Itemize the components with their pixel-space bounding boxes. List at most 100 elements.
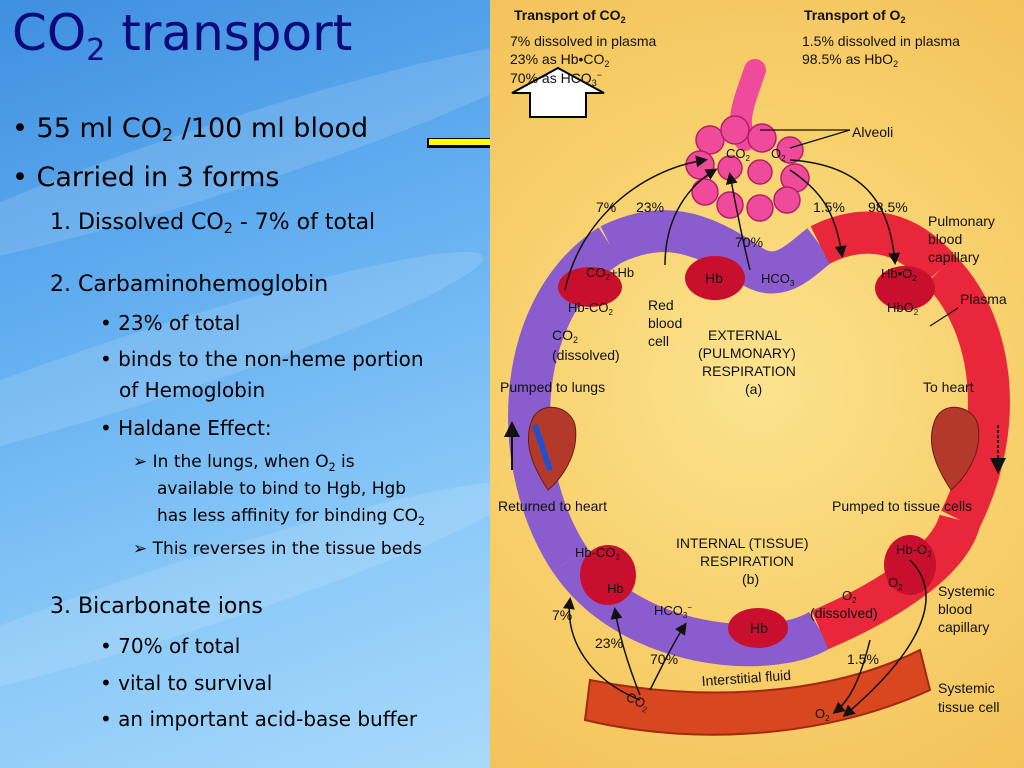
rbc bbox=[685, 256, 745, 300]
hco3-arrow bbox=[725, 172, 751, 271]
figure-svg: Transport of CO2 7% dissolved in plasma … bbox=[498, 7, 1010, 736]
label-ext-3: RESPIRATION bbox=[702, 363, 796, 379]
up-arrow bbox=[511, 66, 605, 118]
alveoli-pointer bbox=[789, 129, 851, 149]
subitem-binds: • binds to the non-heme portion bbox=[100, 347, 424, 371]
item-bicarbonate: 3. Bicarbonate ions bbox=[50, 594, 263, 619]
label-alveoli-o2: O2 bbox=[771, 146, 786, 163]
label-hb-bottom: Hb bbox=[750, 620, 768, 636]
subitem-70: • 70% of total bbox=[100, 634, 241, 658]
o2-tissue-arrow bbox=[832, 639, 871, 714]
haldane-tissue: ➢ This reverses in the tissue beds bbox=[133, 539, 422, 559]
label-hb-top: Hb bbox=[705, 270, 723, 286]
bullet-co2-amount: • 55 ml CO2 /100 ml blood bbox=[12, 113, 369, 146]
subitem-binds-cont: of Hemoglobin bbox=[119, 378, 266, 402]
haldane-lungs-cont: available to bind to Hgb, Hgb bbox=[157, 479, 407, 499]
label-systemic-1: Systemic bbox=[938, 583, 995, 599]
label-alveoli: Alveoli bbox=[852, 124, 893, 140]
label-int-3: (b) bbox=[742, 571, 759, 587]
pct-15-bottom: 1.5% bbox=[847, 651, 879, 667]
label-co2-hb: CO2+Hb bbox=[586, 265, 634, 282]
item-dissolved: 1. Dissolved CO2 - 7% of total bbox=[50, 210, 376, 237]
slide-title: CO2 transport bbox=[12, 4, 353, 68]
pct-7-bottom: 7% bbox=[552, 607, 572, 623]
alveoli-cluster bbox=[685, 115, 810, 222]
label-pulmonary-2: blood bbox=[928, 231, 962, 247]
pct-7-top: 7% bbox=[596, 199, 616, 215]
subitem-23: • 23% of total bbox=[100, 311, 241, 335]
rbc bbox=[875, 266, 935, 310]
rbc bbox=[580, 545, 636, 605]
label-plasma: Plasma bbox=[960, 291, 1007, 307]
subitem-buffer: • an important acid-base buffer bbox=[100, 707, 418, 731]
oxy-vessel-right bbox=[924, 255, 1010, 530]
label-co2-tissue: CO2 bbox=[623, 689, 652, 715]
label-hbo2-dot: Hb•O2 bbox=[881, 266, 917, 283]
haldane-lungs: ➢ In the lungs, when O2 is bbox=[133, 452, 355, 474]
label-rbc-3: cell bbox=[648, 333, 669, 349]
deoxy-vessel-top bbox=[600, 210, 833, 294]
label-int-1: INTERNAL (TISSUE) bbox=[676, 535, 809, 551]
label-pumped-lungs: Pumped to lungs bbox=[500, 379, 605, 395]
label-o2-bottom: O2 bbox=[888, 575, 903, 592]
label-hco3-bottom: HCO3− bbox=[654, 603, 692, 620]
label-co2-dissolved: CO2 bbox=[552, 327, 578, 345]
heart-left-icon bbox=[527, 406, 577, 491]
subitem-vital: • vital to survival bbox=[100, 671, 273, 695]
gas-transport-figure: Transport of CO2 7% dissolved in plasma … bbox=[490, 0, 1024, 768]
label-systemic-tissue-2: tissue cell bbox=[938, 699, 999, 715]
label-systemic-3: capillary bbox=[938, 619, 989, 635]
rbc bbox=[728, 608, 788, 648]
legend-co2-l1: 7% dissolved in plasma bbox=[510, 33, 657, 49]
label-systemic-2: blood bbox=[938, 601, 972, 617]
label-rbc-1: Red bbox=[648, 297, 674, 313]
co2-tissue-arrow-mid bbox=[610, 607, 641, 696]
subitem-haldane: • Haldane Effect: bbox=[100, 416, 272, 440]
o2-arrow-dissolved bbox=[789, 169, 847, 258]
bullet-forms: • Carried in 3 forms bbox=[12, 162, 280, 193]
label-hco3-top: HCO3 bbox=[761, 271, 795, 288]
label-hbo2: HbO2 bbox=[887, 300, 919, 317]
legend-co2-l2: 23% as Hb•CO2 bbox=[510, 51, 609, 69]
label-o2-dissolved: O2 bbox=[842, 588, 857, 605]
item-carbamino: 2. Carbaminohemoglobin bbox=[50, 272, 329, 297]
legend-o2-l1: 1.5% dissolved in plasma bbox=[802, 33, 960, 49]
o2-arrow-bound bbox=[789, 159, 901, 265]
label-to-heart: To heart bbox=[923, 379, 974, 395]
pct-23-top: 23% bbox=[636, 199, 664, 215]
label-hb-bottom-left: Hb bbox=[607, 581, 624, 596]
co2-tissue-arrow-outer bbox=[562, 597, 641, 701]
legend-co2-l3: 70% as HCO3− bbox=[510, 70, 602, 88]
pct-985-top: 98.5% bbox=[868, 199, 908, 215]
label-dissolved-top: (dissolved) bbox=[552, 347, 620, 363]
pct-23-bottom: 23% bbox=[595, 635, 623, 651]
pct-70-bottom: 70% bbox=[650, 651, 678, 667]
co2-tissue-arrow-inner bbox=[649, 622, 687, 691]
label-ext-4: (a) bbox=[745, 381, 762, 397]
oxy-vessel-top bbox=[810, 211, 956, 285]
label-pulmonary-1: Pulmonary bbox=[928, 213, 995, 229]
legend-o2-title: Transport of O2 bbox=[804, 7, 905, 25]
o2-tissue-arrow-outer bbox=[842, 559, 927, 717]
label-ext-2: (PULMONARY) bbox=[698, 345, 796, 361]
plasma-pointer bbox=[929, 307, 959, 327]
legend-o2-l2: 98.5% as HbO2 bbox=[802, 51, 898, 69]
rbc bbox=[558, 267, 622, 307]
label-pulmonary-3: capillary bbox=[928, 249, 979, 265]
label-returned-heart: Returned to heart bbox=[498, 498, 607, 514]
label-hb-co2-top: Hb-CO2 bbox=[568, 300, 613, 317]
label-pumped-tissue: Pumped to tissue cells bbox=[832, 498, 972, 514]
legend-co2-title: Transport of CO2 bbox=[514, 7, 626, 25]
label-rbc-2: blood bbox=[648, 315, 682, 331]
label-systemic-tissue-1: Systemic bbox=[938, 680, 995, 696]
co2-arrow-inner bbox=[664, 168, 718, 266]
heart-right-icon bbox=[930, 406, 980, 491]
label-o2-tissue: O2 bbox=[815, 706, 830, 723]
label-hb-co2-bottom: Hb-CO2 bbox=[575, 545, 620, 562]
label-interstitial: Interstitial fluid bbox=[701, 667, 791, 689]
haldane-lungs-cont2: has less affinity for binding CO2 bbox=[157, 506, 426, 528]
co2-arrow-outer bbox=[564, 155, 708, 291]
label-dissolved-bottom: (dissolved) bbox=[810, 605, 878, 621]
pct-15-top: 1.5% bbox=[813, 199, 845, 215]
